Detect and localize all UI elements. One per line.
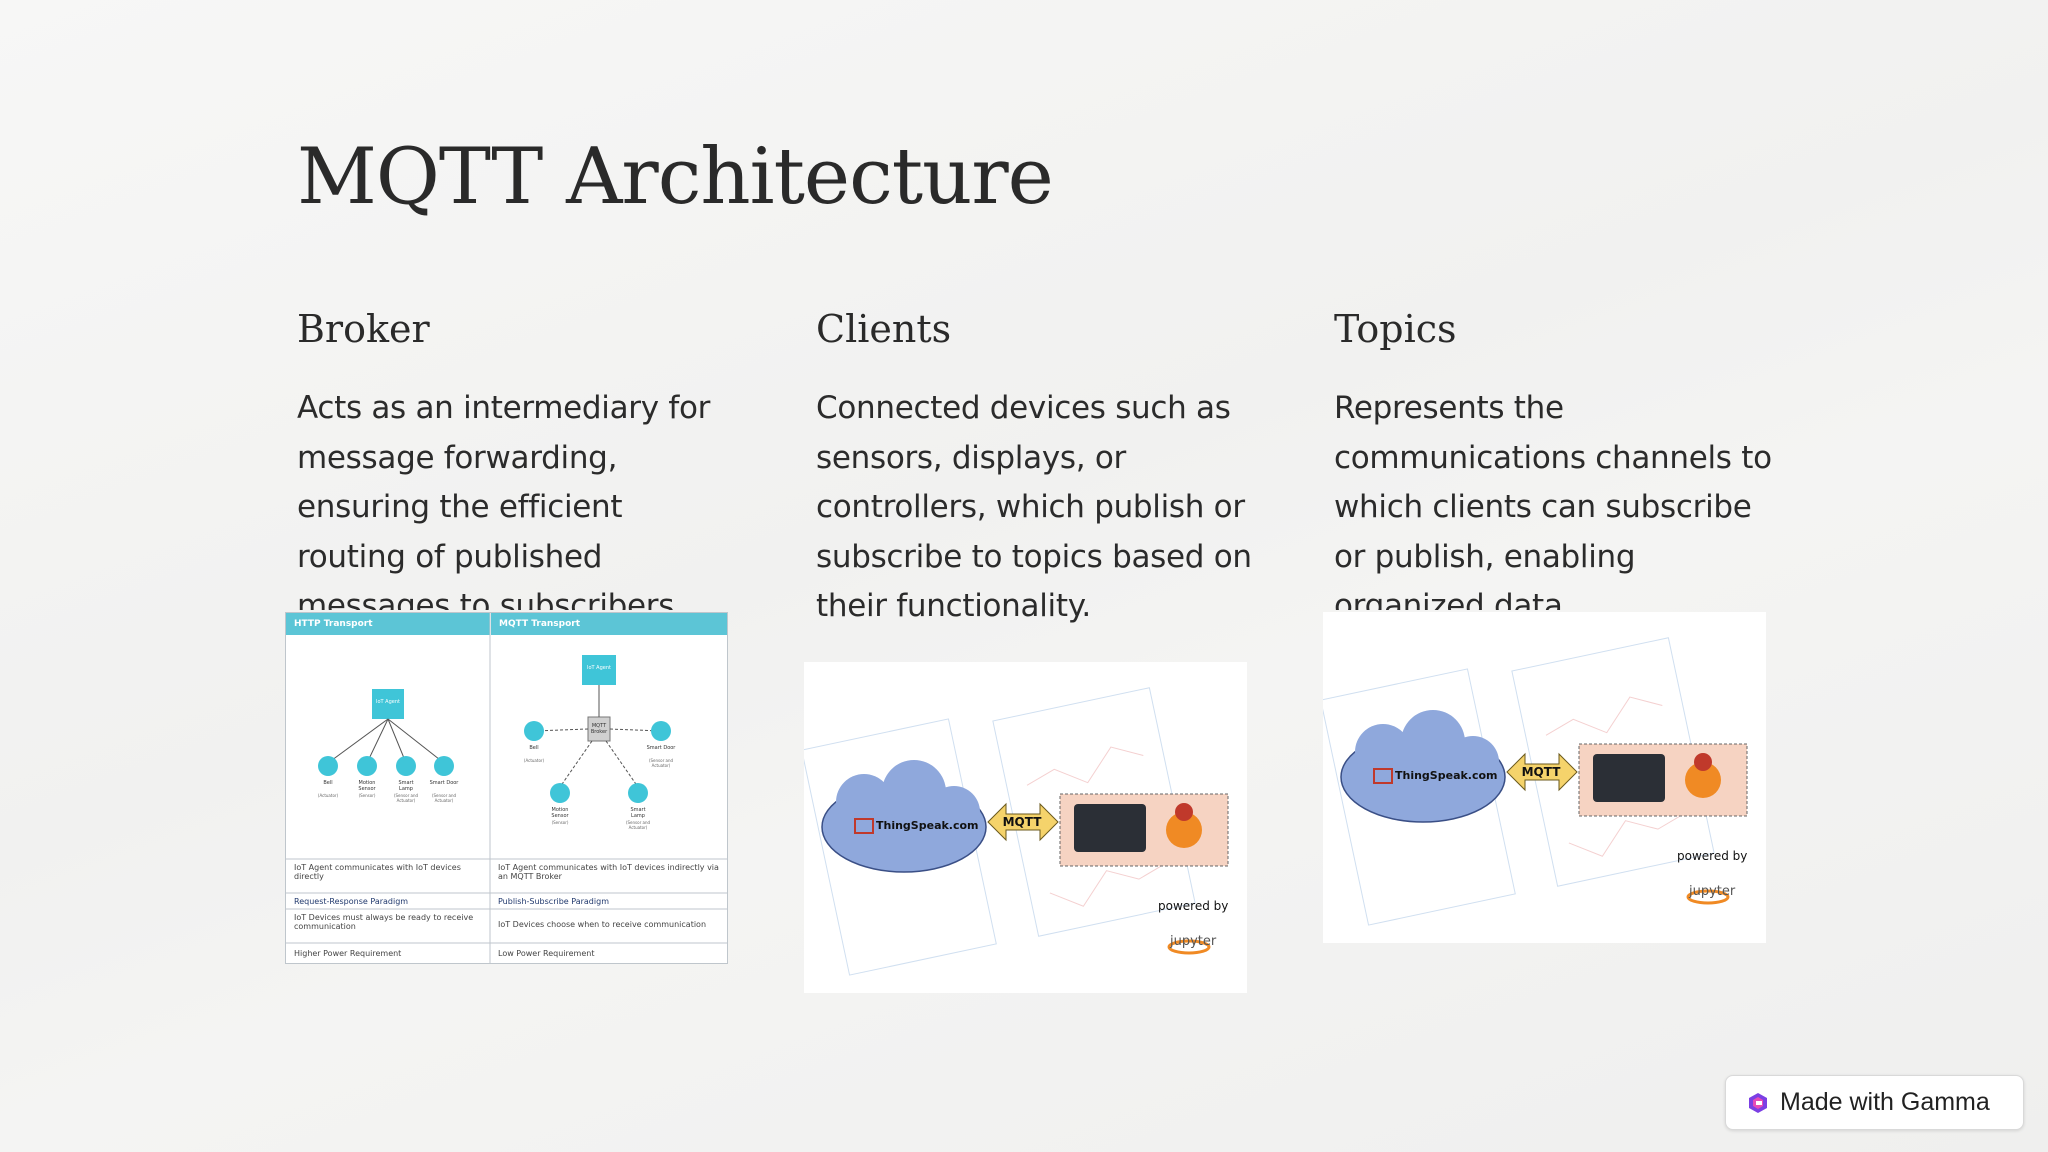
diagram-row-4-left: Higher Power Requirement bbox=[294, 949, 402, 958]
thingspeak-graphic-2 bbox=[1323, 637, 1748, 926]
right-device-type-1: (Actuator) bbox=[523, 758, 545, 763]
left-device-3: Smart Lamp bbox=[398, 780, 414, 792]
column-topics: Topics Represents the communications cha… bbox=[1334, 310, 1774, 610]
right-device-3: Motion Sensor bbox=[551, 807, 569, 819]
http-transport-header: HTTP Transport bbox=[286, 613, 490, 635]
gamma-badge-label: Made with Gamma bbox=[1780, 1088, 1990, 1116]
thingspeak-graphic bbox=[804, 687, 1229, 976]
right-device-type-2: (Sensor and Actuator) bbox=[648, 758, 674, 768]
topics-heading: Topics bbox=[1334, 310, 1457, 351]
powered-by-label: powered by bbox=[1158, 899, 1229, 913]
left-agent-label: IoT Agent bbox=[376, 699, 400, 705]
diagram-row-3-right: IoT Devices choose when to receive commu… bbox=[498, 920, 707, 929]
right-agent-label: IoT Agent bbox=[587, 665, 611, 671]
clients-heading: Clients bbox=[816, 307, 952, 351]
powered-by-label-2: powered by bbox=[1677, 849, 1748, 863]
right-broker-label: MQTT Broker bbox=[590, 723, 608, 735]
made-with-gamma-badge[interactable]: Made with Gamma bbox=[1725, 1075, 2024, 1130]
right-device-4: Smart Lamp bbox=[630, 807, 646, 819]
mqtt-arrow-label: MQTT bbox=[1002, 815, 1042, 829]
jupyter-label: jupyter bbox=[1170, 934, 1217, 949]
http-vs-mqtt-diagram: HTTP Transport MQTT Transport bbox=[285, 612, 728, 964]
mqtt-arrow-label-2: MQTT bbox=[1521, 765, 1561, 779]
right-device-type-4: (Sensor and Actuator) bbox=[625, 820, 651, 830]
diagram-row-1-right: IoT Agent communicates with IoT devices … bbox=[498, 863, 719, 881]
diagram-graphic bbox=[286, 613, 727, 963]
left-device-1: Bell bbox=[323, 780, 333, 786]
broker-body: Acts as an intermediary for message forw… bbox=[297, 390, 711, 610]
left-device-type-2: (Sensor) bbox=[358, 793, 376, 798]
left-device-2: Motion Sensor bbox=[358, 780, 376, 792]
left-device-type-3: (Sensor and Actuator) bbox=[393, 793, 419, 803]
slide-title: MQTT Architecture bbox=[297, 132, 1054, 222]
diagram-row-4-right: Low Power Requirement bbox=[498, 949, 595, 958]
left-device-type-1: (Actuator) bbox=[317, 793, 339, 798]
jupyter-label-2: jupyter bbox=[1689, 884, 1736, 899]
right-device-2: Smart Door bbox=[646, 745, 676, 751]
right-device-type-3: (Sensor) bbox=[551, 820, 569, 825]
diagram-row-3-left: IoT Devices must always be ready to rece… bbox=[294, 913, 474, 931]
thingspeak-mqtt-image-clients: ThingSpeak.com MQTT powered by jupyter bbox=[804, 662, 1247, 993]
diagram-row-2-left: Request-Response Paradigm bbox=[294, 897, 409, 906]
thingspeak-mqtt-image-topics: ThingSpeak.com MQTT powered by jupyter bbox=[1323, 612, 1766, 943]
cloud-label: ThingSpeak.com bbox=[876, 819, 979, 832]
gamma-logo-icon bbox=[1746, 1091, 1770, 1115]
clients-body: Connected devices such as sensors, displ… bbox=[816, 390, 1252, 624]
diagram-row-2-right: Publish-Subscribe Paradigm bbox=[498, 897, 609, 906]
cloud-label-2: ThingSpeak.com bbox=[1395, 769, 1498, 782]
mqtt-transport-header: MQTT Transport bbox=[491, 613, 727, 635]
diagram-row-1-left: IoT Agent communicates with IoT devices … bbox=[294, 863, 461, 881]
broker-heading: Broker bbox=[297, 310, 430, 351]
right-device-1: Bell bbox=[529, 745, 539, 751]
topics-body: Represents the communications channels t… bbox=[1334, 390, 1772, 610]
left-device-type-4: (Sensor and Actuator) bbox=[431, 793, 457, 803]
column-broker: Broker Acts as an intermediary for messa… bbox=[297, 310, 737, 610]
left-device-4: Smart Door bbox=[429, 780, 459, 786]
column-clients: Clients Connected devices such as sensor… bbox=[816, 310, 1256, 632]
